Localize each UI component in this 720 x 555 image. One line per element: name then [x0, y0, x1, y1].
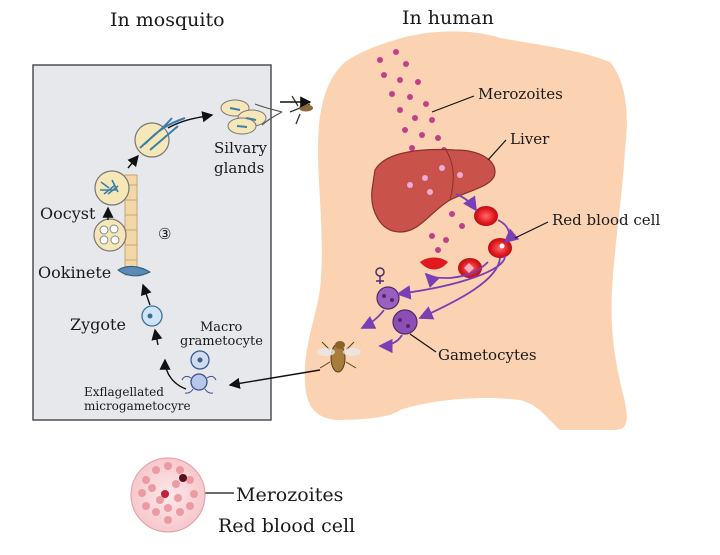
label-merozoites-human: Merozoites: [478, 85, 563, 103]
step-marker: ③: [158, 225, 172, 243]
header-in-human: In human: [402, 7, 494, 29]
oocyst-small: [93, 218, 127, 252]
mosquito-biting-icon: [289, 95, 313, 125]
label-macro: Macro: [200, 320, 243, 335]
label-silvary: Silvary: [214, 139, 267, 157]
label-gametocytes: Gametocytes: [438, 346, 537, 364]
mosquito-panel: [32, 64, 272, 421]
label-grametocyte: grametocyte: [180, 334, 263, 349]
blood-smear-circle: [130, 457, 206, 533]
label-ookinete: Ookinete: [38, 263, 112, 282]
zygote-cell: [141, 305, 163, 327]
label-red-blood-cell-human: Red blood cell: [552, 211, 661, 229]
human-body-silhouette: [304, 31, 627, 431]
mosquito-midgut: [124, 174, 138, 276]
mosquito-cycle-arrows: [102, 96, 321, 390]
header-in-mosquito: In mosquito: [110, 9, 225, 31]
label-liver: Liver: [510, 130, 550, 148]
label-merozoites-smear: Merozoites: [236, 484, 344, 506]
label-exflagellated: Exflagellated: [84, 385, 164, 399]
label-oocyst: Oocyst: [40, 204, 96, 223]
oocyst-large: [94, 170, 130, 206]
salivary-glands: [220, 99, 283, 135]
merozoite-cluster: [377, 49, 447, 155]
mosquito-feeding-icon: [317, 341, 361, 373]
label-microgametocyre: microgametocyre: [84, 399, 191, 413]
label-zygote: Zygote: [70, 315, 126, 334]
label-glands: glands: [214, 159, 265, 177]
ookinete-cell: [117, 265, 152, 277]
red-blood-cells: [420, 206, 512, 278]
liver-organ: [371, 148, 496, 233]
human-cycle-arrows: [360, 193, 520, 354]
macrogametocyte-cell: [190, 350, 210, 370]
sporozoite-cyst: [134, 117, 186, 158]
gametocyte-cells: [375, 267, 418, 335]
label-red-blood-cell-smear: Red blood cell: [218, 515, 356, 537]
microgametocyte-cell: [181, 373, 217, 394]
